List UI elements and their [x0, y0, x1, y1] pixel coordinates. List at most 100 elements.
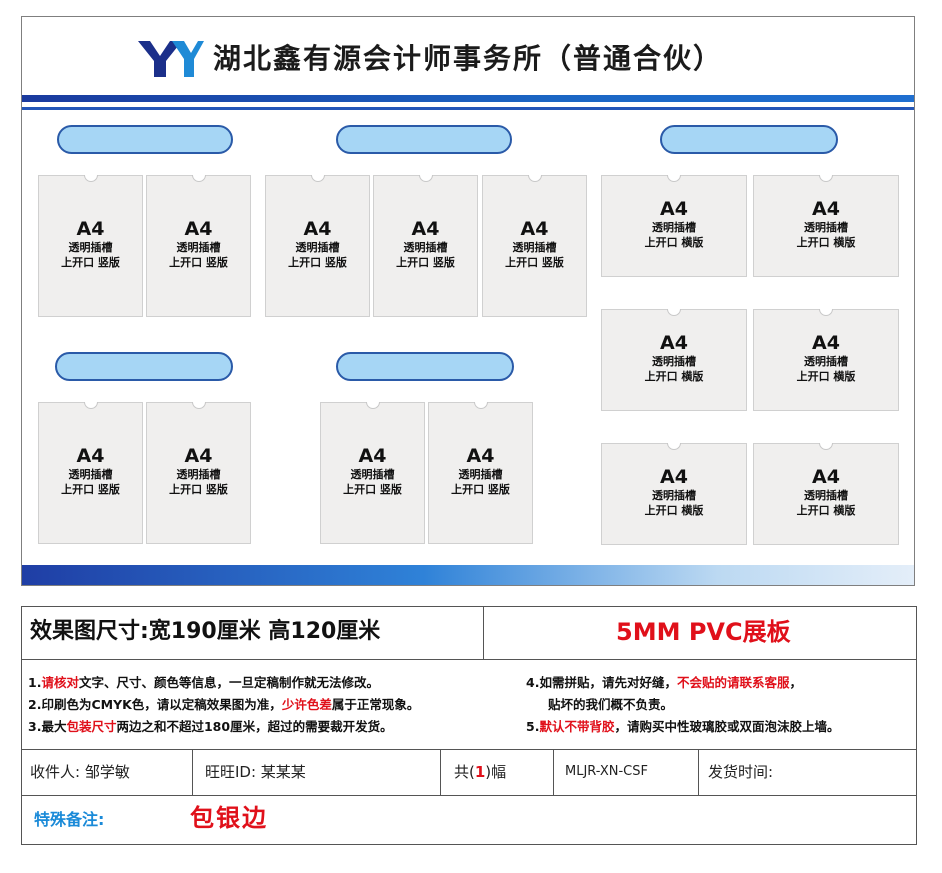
- pocket-notch: [365, 402, 380, 409]
- note-line-2: 2.印刷色为CMYK色，请以定稿效果图为准，少许色差属于正常现象。: [28, 697, 420, 712]
- header-thin-band: [22, 107, 914, 110]
- pocket-slot-label: 透明插槽: [458, 468, 503, 481]
- pocket-notch: [819, 309, 833, 316]
- pocket-opening-label: 上开口 横版: [796, 236, 856, 249]
- pocket-notch: [527, 175, 542, 182]
- pocket-size-label: A4: [76, 218, 105, 240]
- board-title: 湖北鑫有源会计师事务所（普通合伙）: [213, 42, 724, 75]
- note-line-5: 5.默认不带背胶，请购买中性玻璃胶或双面泡沫胶上墙。: [526, 719, 840, 734]
- pocket-slot-label: 透明插槽: [295, 241, 340, 254]
- pocket-slot-label: 透明插槽: [804, 221, 848, 234]
- count-field: 共(1)幅: [454, 763, 507, 781]
- pocket-slot-label: 透明插槽: [176, 241, 221, 254]
- pocket-size-label: A4: [76, 445, 105, 467]
- count-value: 1: [474, 763, 486, 781]
- section-title-pill: [55, 352, 233, 381]
- footer-gradient-band: [22, 565, 914, 585]
- header-blue-band: [22, 95, 914, 102]
- pocket-size-label: A4: [812, 332, 840, 354]
- pocket-notch: [819, 443, 833, 450]
- pocket-opening-label: 上开口 横版: [796, 504, 856, 517]
- pocket-slot-label: 透明插槽: [652, 489, 696, 502]
- pocket-size-label: A4: [303, 218, 332, 240]
- order-info-table: 效果图尺寸:宽190厘米 高120厘米 5MM PVC展板 1.请核对文字、尺寸…: [21, 606, 917, 845]
- pocket-opening-label: 上开口 横版: [644, 236, 704, 249]
- pocket-slot-label: 透明插槽: [68, 241, 113, 254]
- pocket-opening-label: 上开口 竖版: [343, 483, 402, 496]
- pocket-opening-label: 上开口 横版: [796, 370, 856, 383]
- pocket-opening-label: 上开口 竖版: [288, 256, 347, 269]
- pocket-slot-label: 透明插槽: [804, 355, 848, 368]
- pocket-opening-label: 上开口 横版: [644, 370, 704, 383]
- pocket-notch: [667, 443, 681, 450]
- recipient-field: 收件人: 邹学敏: [30, 763, 130, 781]
- pocket-size-label: A4: [660, 198, 688, 220]
- remark-value: 包银边: [190, 804, 268, 832]
- pocket-slot-label: 透明插槽: [350, 468, 395, 481]
- pocket-notch: [819, 175, 833, 182]
- pocket-slot-label: 透明插槽: [652, 221, 696, 234]
- pocket-opening-label: 上开口 竖版: [451, 483, 510, 496]
- pocket-slot-label: 透明插槽: [403, 241, 448, 254]
- pocket-size-label: A4: [411, 218, 440, 240]
- section-title-pill: [660, 125, 838, 154]
- pocket-slot-label: 透明插槽: [804, 489, 848, 502]
- pocket-slot-label: 透明插槽: [652, 355, 696, 368]
- pocket-notch: [83, 402, 98, 409]
- pocket-size-label: A4: [660, 466, 688, 488]
- pocket-size-label: A4: [520, 218, 549, 240]
- note-line-4b: 贴坏的我们概不负责。: [548, 697, 674, 712]
- pocket-opening-label: 上开口 竖版: [61, 256, 120, 269]
- pocket-size-label: A4: [660, 332, 688, 354]
- note-line-1: 1.请核对文字、尺寸、颜色等信息，一旦定稿制作就无法修改。: [28, 675, 379, 690]
- pocket-notch: [310, 175, 325, 182]
- pocket-notch: [667, 309, 681, 316]
- pocket-opening-label: 上开口 竖版: [169, 483, 228, 496]
- pocket-opening-label: 上开口 竖版: [169, 256, 228, 269]
- note-line-4: 4.如需拼贴，请先对好缝，不会贴的请联系客服，: [526, 675, 802, 690]
- pocket-opening-label: 上开口 竖版: [61, 483, 120, 496]
- pocket-size-label: A4: [358, 445, 387, 467]
- wangwang-field: 旺旺ID: 某某某: [205, 763, 306, 781]
- pocket-opening-label: 上开口 竖版: [396, 256, 455, 269]
- pocket-opening-label: 上开口 横版: [644, 504, 704, 517]
- pocket-size-label: A4: [184, 445, 213, 467]
- order-code: MLJR-XN-CSF: [565, 764, 648, 779]
- pocket-size-label: A4: [184, 218, 213, 240]
- note-line-3: 3.最大包装尺寸两边之和不超过180厘米，超过的需要裁开发货。: [28, 719, 393, 734]
- section-title-pill: [336, 352, 514, 381]
- pocket-notch: [191, 402, 206, 409]
- pocket-size-label: A4: [812, 466, 840, 488]
- pocket-notch: [667, 175, 681, 182]
- section-title-pill: [57, 125, 233, 154]
- pocket-notch: [83, 175, 98, 182]
- company-logo: [138, 41, 204, 77]
- size-label: 效果图尺寸:宽190厘米 高120厘米: [30, 619, 381, 644]
- pocket-opening-label: 上开口 竖版: [505, 256, 564, 269]
- pocket-size-label: A4: [812, 198, 840, 220]
- section-title-pill: [336, 125, 512, 154]
- pocket-notch: [473, 402, 488, 409]
- pocket-slot-label: 透明插槽: [512, 241, 557, 254]
- pocket-notch: [191, 175, 206, 182]
- remark-label: 特殊备注:: [34, 810, 105, 829]
- pocket-size-label: A4: [466, 445, 495, 467]
- material-label: 5MM PVC展板: [616, 618, 791, 646]
- ship-time-field: 发货时间:: [708, 763, 774, 781]
